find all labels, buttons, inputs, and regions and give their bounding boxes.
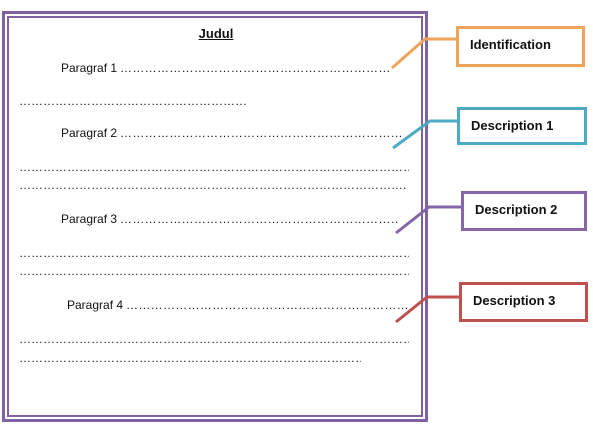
document-frame [2,11,428,422]
description-1-callout: Description 1 [457,107,587,145]
paragraph-2-dots: ………………………………………………………………. [120,126,401,140]
paragraph-2-line-3: ……………………………………………………………………………………. [19,178,407,192]
paragraph-4-label: Paragraf 4 [67,298,124,312]
paragraph-4-line-3: …………………………………………………………………………………. [19,351,361,365]
paragraph-2-line-1: Paragraf 2………………………………………………………………. [61,126,401,141]
paragraph-2-label: Paragraf 2 [61,126,118,140]
identification-callout: Identification [456,26,585,67]
paragraph-1-line-1: Paragraf 1………………………………………………………………. [61,61,391,76]
paragraph-3-line-2: ………………………………………………………………………………………. [19,246,409,260]
paragraph-4-line-1: Paragraf 4………………………………………………………………. [67,298,407,313]
paragraph-4-dots: ………………………………………………………………. [126,298,407,312]
document-title: Judul [198,26,234,41]
paragraph-4-line-2: ………………………………………………………………………………………. [19,332,409,346]
paragraph-3-dots: ………………………………………………………………. [120,212,399,226]
description-3-callout: Description 3 [459,282,588,322]
paragraph-1-dots: ………………………………………………………………. [120,61,391,75]
paragraph-1-label: Paragraf 1 [61,61,118,75]
description-2-callout: Description 2 [461,191,587,231]
paragraph-1-line-2: ………………………………………………………………. [19,94,247,108]
paragraph-3-line-3: ………………………………………………………………………………………. [19,264,409,278]
paragraph-3-line-1: Paragraf 3………………………………………………………………. [61,212,399,227]
paragraph-3-label: Paragraf 3 [61,212,118,226]
paragraph-2-line-2: ………………………………………………………………………………………. [19,160,409,174]
